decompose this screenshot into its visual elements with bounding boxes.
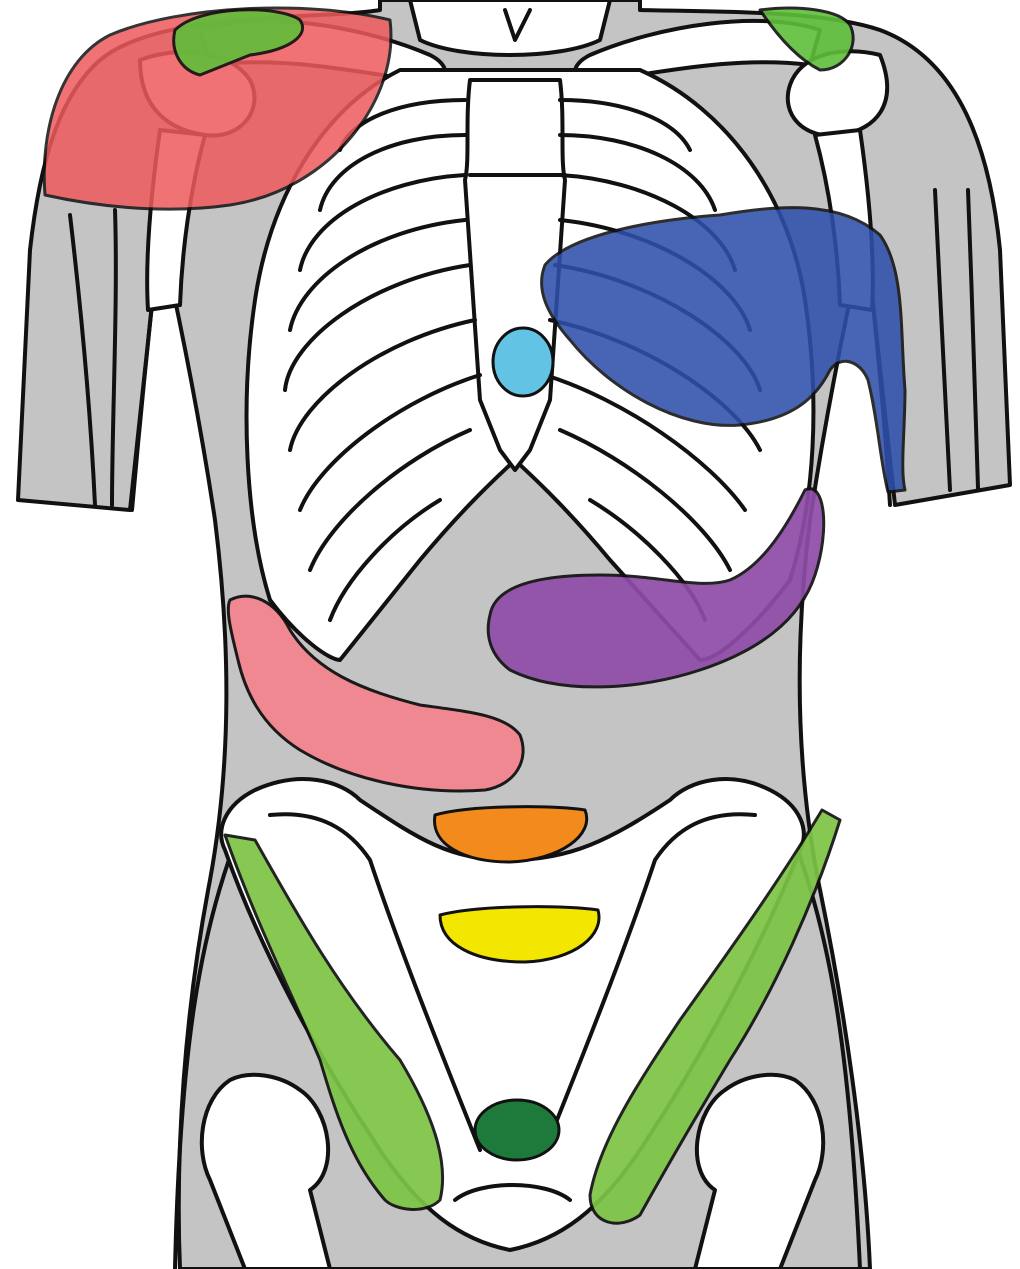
suprapubic-region[interactable] [475,1100,559,1160]
sternum-region[interactable] [493,328,553,396]
